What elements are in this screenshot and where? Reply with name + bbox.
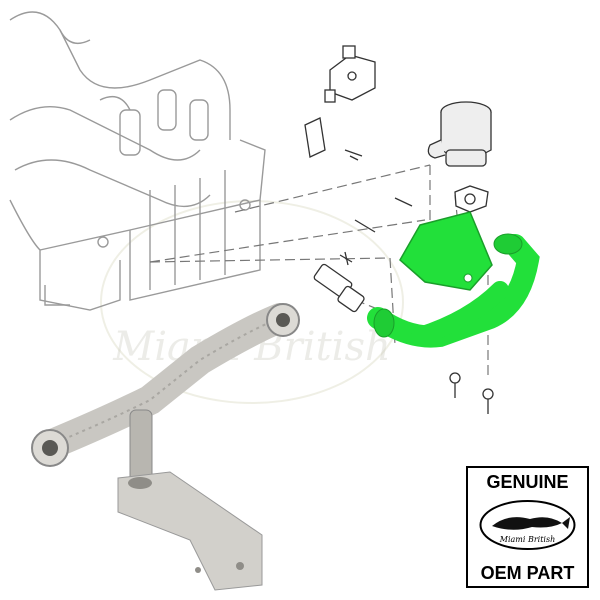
- intake-manifold-drawing: [9, 11, 266, 311]
- small-bracket-drawing: [304, 117, 363, 161]
- fish-logo-icon: Miami British: [479, 500, 576, 550]
- badge-line-genuine: GENUINE: [486, 472, 569, 492]
- gasket-drawing: [394, 185, 489, 213]
- genuine-oem-badge: GENUINE Miami British OEM PART: [466, 466, 589, 588]
- air-valve-drawing: [427, 101, 492, 167]
- vacuum-valve-drawing: [324, 45, 376, 103]
- highlighted-pipe-assembly: [367, 211, 540, 348]
- fittings-and-bolts: [313, 219, 494, 414]
- badge-line-oem: OEM PART: [480, 563, 575, 583]
- badge-logo-text: Miami British: [499, 535, 556, 544]
- pipe-photo: [31, 303, 300, 591]
